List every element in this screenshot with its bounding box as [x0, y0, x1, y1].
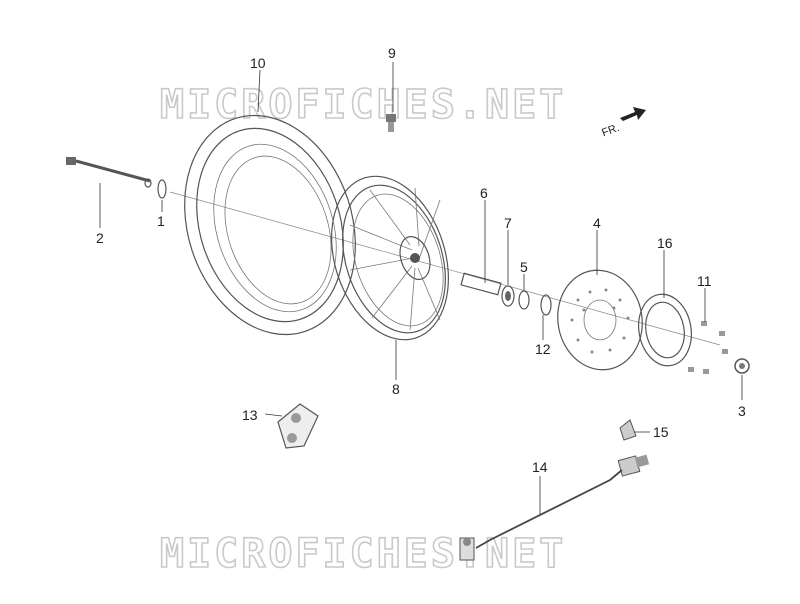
oil-seal — [518, 290, 530, 310]
callout-1: 1 — [157, 213, 165, 229]
wheel-bearing — [501, 285, 515, 307]
axle-washer — [144, 178, 167, 199]
callouts: 10 9 2 1 6 7 5 12 4 16 11 3 8 13 15 14 — [96, 45, 746, 475]
brake-disc — [557, 269, 643, 371]
watermark-top: MICROFICHES.NET — [160, 82, 566, 128]
callout-12: 12 — [535, 341, 551, 357]
callout-13: 13 — [242, 407, 258, 423]
axle-nut — [734, 358, 750, 374]
callout-4: 4 — [593, 215, 601, 231]
cable-clip — [619, 419, 637, 441]
leader-lines — [99, 62, 743, 515]
front-direction-arrow: FR. — [600, 107, 646, 139]
wheel-spacer — [460, 272, 502, 296]
callout-5: 5 — [520, 259, 528, 275]
callout-6: 6 — [480, 185, 488, 201]
callout-3: 3 — [738, 403, 746, 419]
callout-11: 11 — [697, 273, 712, 289]
direction-label: FR. — [600, 122, 621, 139]
disc-washer — [540, 294, 552, 316]
callout-2: 2 — [96, 230, 104, 246]
callout-14: 14 — [532, 459, 548, 475]
sensor-bracket — [277, 403, 319, 449]
callout-16: 16 — [657, 235, 673, 251]
callout-9: 9 — [388, 45, 396, 61]
abs-speed-sensor — [459, 454, 650, 561]
watermark-bottom: MICROFICHES.NET — [160, 531, 566, 577]
callout-7: 7 — [504, 215, 512, 231]
abs-tone-ring — [638, 293, 692, 367]
disc-bolts — [688, 321, 728, 374]
tyre — [184, 114, 356, 336]
callout-8: 8 — [392, 381, 400, 397]
axle-bolt — [66, 157, 151, 183]
wheel-rim — [331, 175, 449, 341]
callout-15: 15 — [653, 424, 669, 440]
tyre-valve — [386, 114, 396, 132]
callout-10: 10 — [250, 55, 266, 71]
